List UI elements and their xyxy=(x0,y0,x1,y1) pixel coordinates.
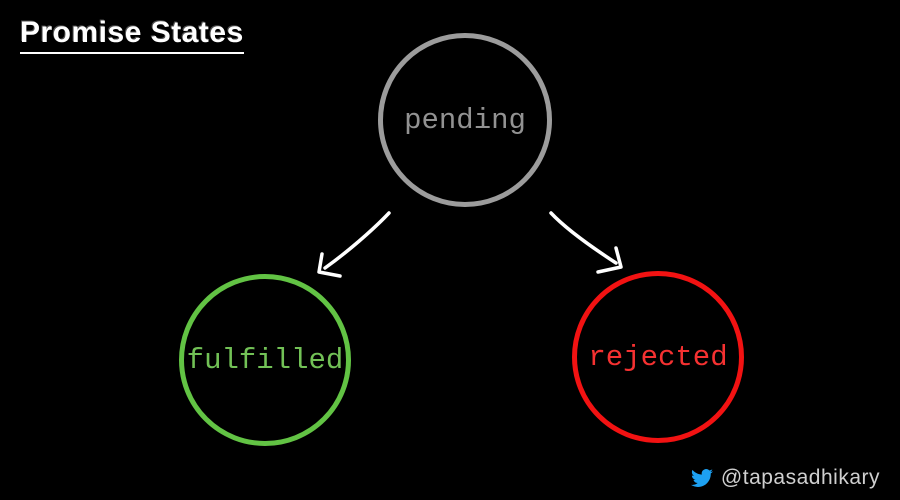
twitter-bird-icon xyxy=(690,467,713,489)
attribution: @tapasadhikary xyxy=(690,466,880,490)
arrow-head xyxy=(317,252,342,278)
node-rejected: rejected xyxy=(572,271,744,443)
twitter-handle: @tapasadhikary xyxy=(720,466,880,489)
node-fulfilled-label: fulfilled xyxy=(186,343,344,377)
arrow-shaft xyxy=(549,211,618,265)
page-title: Promise States xyxy=(20,16,244,54)
edge-pending-to-rejected xyxy=(549,211,623,274)
edge-pending-to-fulfilled xyxy=(317,211,391,278)
node-pending-label: pending xyxy=(404,103,526,137)
arrow-head xyxy=(596,246,623,274)
arrow-shaft xyxy=(323,211,391,270)
node-fulfilled: fulfilled xyxy=(179,274,351,446)
node-pending: pending xyxy=(378,33,552,207)
node-rejected-label: rejected xyxy=(588,340,728,374)
